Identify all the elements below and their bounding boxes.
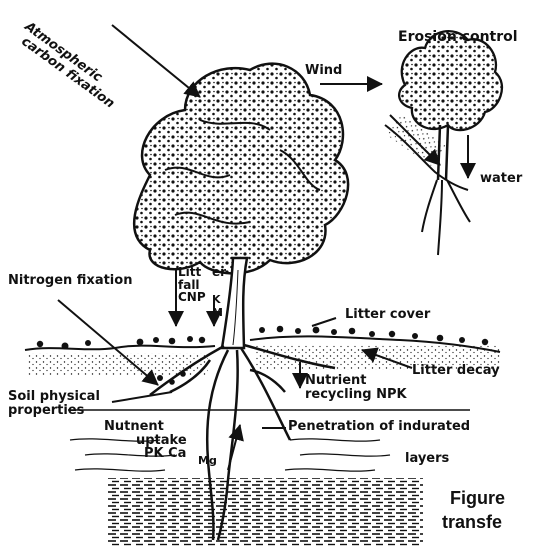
caption-line1: Figure [450,486,505,510]
label-nutrient-uptake-line3: PK Ca [144,447,187,461]
label-litterfall: Litt fall CNP [178,266,206,304]
label-nutrient-uptake-line2: uptake [136,434,187,448]
label-litter-line3: CNP [178,291,206,304]
soil-dots-left [28,353,208,375]
label-nitrogen-fixation: Nitrogen fixation [8,274,132,288]
label-nutrient-recycling-line2: recycling NPK [305,388,407,402]
label-penetration: Penetration of indurated [288,420,470,434]
label-nutrient-uptake-line1: Nutnent [104,420,187,434]
label-layers: layers [405,452,449,466]
label-litter-cover: Litter cover [345,308,430,322]
indurated-layer [108,478,423,546]
label-m: M [212,307,223,319]
label-k: K [212,294,221,306]
soil-physical-pointer [112,392,172,402]
label-litter-decay: Litter decay [412,364,500,378]
figure-caption: Figure transfe [450,486,505,535]
caption-line2: transfe [442,510,505,534]
label-soil-physical-properties: Soil physical properties [8,390,100,417]
litter-ground-left [25,346,215,350]
label-litter-line1: Litt [178,266,206,279]
litter-cover-pointer [312,318,336,326]
label-nutrient-recycling: Nutrient recycling NPK [305,374,407,401]
label-nutrient-uptake: Nutnent uptake PK Ca [104,420,187,461]
erosion-tree [385,31,502,255]
carbon-fixation-arrow [112,25,200,97]
label-water: water [480,172,522,186]
label-soil-physical-line2: properties [8,404,100,418]
label-mg: Mg [198,455,217,467]
label-wind: Wind [305,64,342,78]
label-nutrient-recycling-line1: Nutrient [305,374,407,388]
label-soil-physical-line1: Soil physical [8,390,100,404]
label-er: er [212,266,226,279]
tree-canopy [134,64,348,274]
label-erosion-control: Erosion control [398,30,518,45]
